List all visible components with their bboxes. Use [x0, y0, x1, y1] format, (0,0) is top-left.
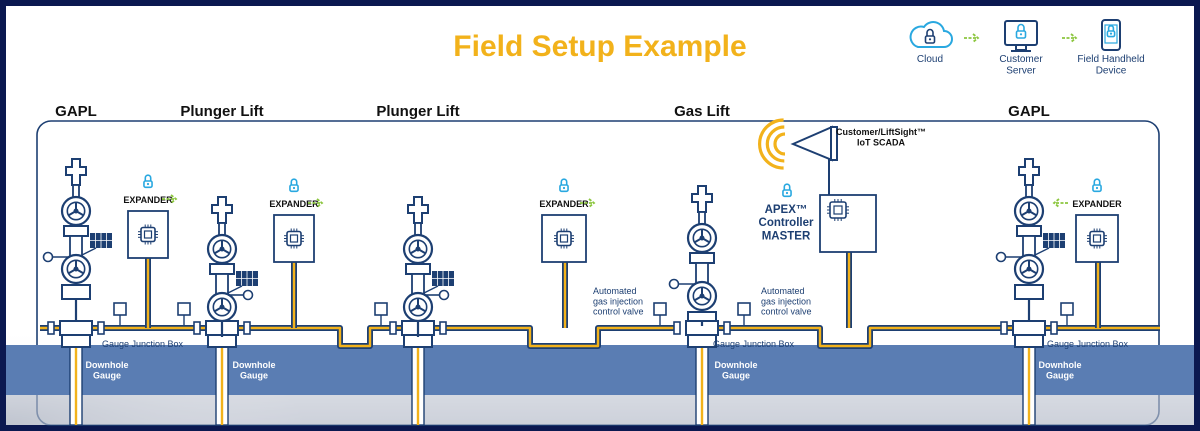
wellheads — [42, 158, 1065, 348]
chip-icon — [138, 224, 158, 245]
gauge-junction-box-label: Gauge Junction Box — [1047, 339, 1129, 349]
junction-box — [374, 302, 388, 316]
junction-box — [177, 302, 191, 316]
arrow-right-icon — [964, 33, 980, 43]
solar-panel-icon — [227, 271, 258, 294]
page-title: Field Setup Example — [453, 30, 746, 63]
annotation-labels: Gauge Junction Box Gauge Junction Box Gaug… — [86, 127, 1129, 380]
wellhead — [995, 158, 1065, 348]
expander-box: EXPANDER — [269, 178, 324, 263]
junction-box — [653, 302, 667, 316]
wellhead — [193, 196, 258, 348]
chip-icon — [554, 228, 574, 249]
junction-box — [737, 302, 751, 316]
wireless-signal-icon — [758, 118, 786, 170]
junction-box — [113, 302, 127, 316]
pressure-gauge-icon — [242, 289, 254, 301]
solar-panel-icon — [81, 233, 112, 256]
chip-icon — [284, 228, 304, 249]
flow-step-label: Cloud — [917, 54, 943, 65]
lock-icon — [1092, 178, 1102, 193]
lock-icon — [559, 178, 569, 193]
wellhead — [668, 185, 731, 348]
section-label: GAPL — [55, 103, 97, 120]
gauge-junction-box-label: Gauge Junction Box — [713, 339, 795, 349]
arrow-right-icon — [580, 198, 596, 208]
solar-panel-icon — [1034, 233, 1065, 256]
arrow-left-icon — [1052, 198, 1068, 208]
expander-label: EXPANDER — [123, 195, 173, 205]
section-label: GAPL — [1008, 103, 1050, 120]
expander-label: EXPANDER — [539, 199, 589, 209]
pressure-gauge-icon — [668, 278, 680, 290]
expander-label: EXPANDER — [1072, 199, 1122, 209]
arrow-right-icon — [1062, 33, 1078, 43]
section-label: Plunger Lift — [376, 103, 459, 120]
wellhead — [389, 196, 454, 348]
expander-box: EXPANDER — [123, 174, 178, 259]
junction-box — [1060, 302, 1074, 316]
section-label: Plunger Lift — [180, 103, 263, 120]
antenna-icon — [790, 125, 838, 162]
pressure-gauge-icon — [42, 251, 54, 263]
cloud-icon — [909, 21, 953, 48]
master-controller-box — [782, 150, 877, 253]
handheld-icon — [1101, 19, 1121, 51]
chip-icon — [1087, 228, 1107, 249]
chip-icon — [827, 199, 849, 221]
gauge-junction-box-label: Gauge Junction Box — [102, 339, 184, 349]
pressure-gauge-icon — [438, 289, 450, 301]
pipelines — [40, 252, 1160, 426]
arrow-right-icon — [308, 198, 324, 208]
expander-box: EXPANDER — [1052, 178, 1122, 263]
expander-label: EXPANDER — [269, 199, 319, 209]
lock-icon — [1015, 23, 1027, 39]
wellhead — [42, 158, 112, 348]
section-label: Gas Lift — [674, 103, 730, 120]
lock-icon — [289, 178, 299, 193]
ground-layer — [6, 345, 1194, 395]
pressure-gauge-icon — [995, 251, 1007, 263]
lock-icon — [1106, 25, 1116, 38]
controllers: EXPANDER EXPANDER EXPANDER EXPANDER — [123, 118, 1122, 263]
monitor-icon — [1004, 20, 1038, 46]
arrow-right-icon — [162, 194, 178, 204]
section-labels: GAPL Plunger Lift Plunger Lift Gas Lift GAPL — [55, 103, 1050, 120]
lock-icon — [924, 28, 936, 44]
solar-panel-icon — [423, 271, 454, 294]
lock-icon — [143, 174, 153, 189]
lock-icon — [782, 183, 792, 198]
expander-box: EXPANDER — [539, 178, 596, 263]
